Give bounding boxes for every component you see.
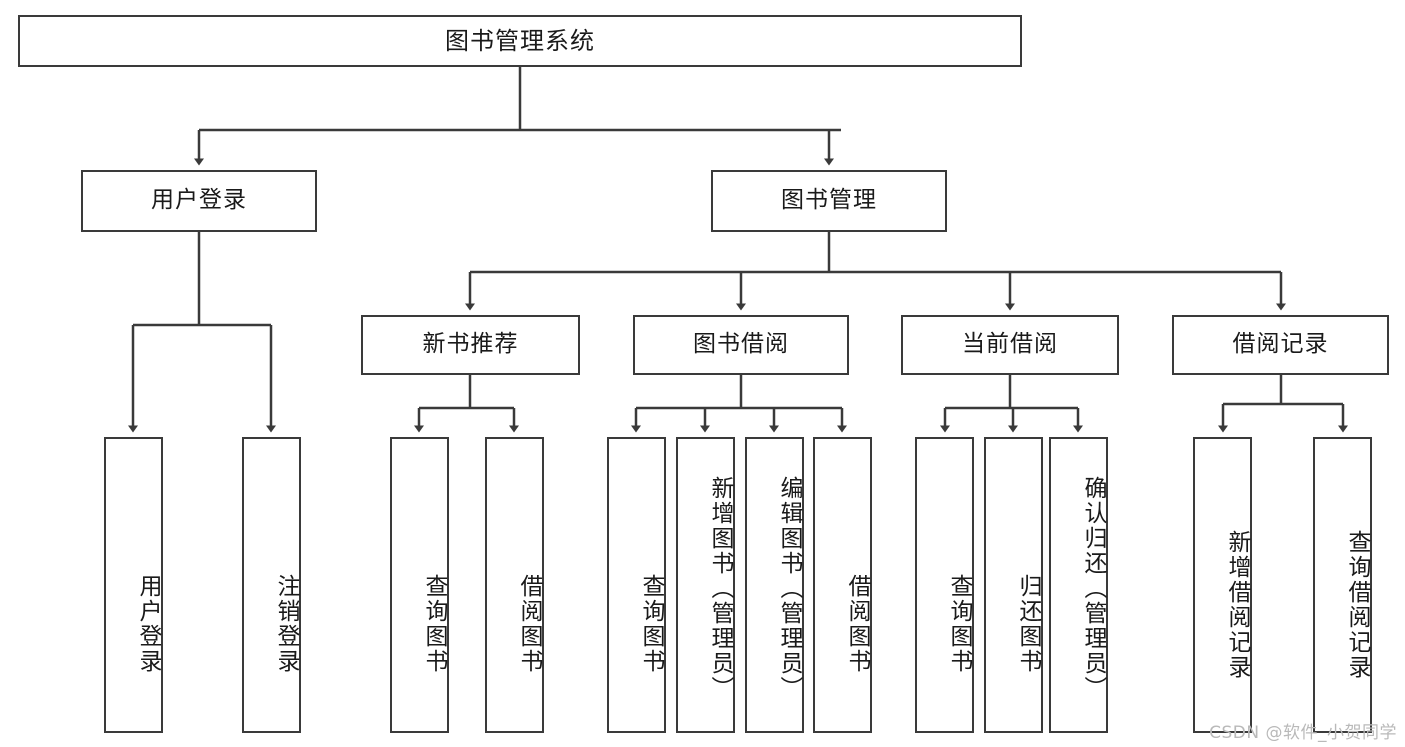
leaf-user-login-signout[interactable]: 注销登录 (242, 437, 301, 733)
node-label: 新增图书（管理员） (707, 475, 733, 701)
leaf-user-login-signin[interactable]: 用户登录 (104, 437, 163, 733)
leaf-book-borrow-add-book-admin[interactable]: 新增图书（管理员） (676, 437, 735, 733)
leaf-book-borrow-query-books[interactable]: 查询图书 (607, 437, 666, 733)
leaf-new-book-borrow-books[interactable]: 借阅图书 (485, 437, 544, 733)
node-label: 用户登录 (151, 187, 247, 214)
node-label: 归还图书 (1015, 574, 1041, 674)
node-label: 图书管理系统 (445, 26, 595, 55)
node-book-management[interactable]: 图书管理 (711, 170, 947, 232)
node-label: 查询图书 (946, 574, 972, 674)
leaf-borrow-record-query-record[interactable]: 查询借阅记录 (1313, 437, 1372, 733)
leaf-current-borrow-confirm-return-admin[interactable]: 确认归还（管理员） (1049, 437, 1108, 733)
node-user-login[interactable]: 用户登录 (81, 170, 317, 232)
leaf-book-borrow-borrow-books[interactable]: 借阅图书 (813, 437, 872, 733)
node-label: 查询借阅记录 (1344, 530, 1370, 680)
node-label: 借阅图书 (516, 574, 542, 674)
node-label: 借阅图书 (844, 574, 870, 674)
leaf-current-borrow-return-books[interactable]: 归还图书 (984, 437, 1043, 733)
node-label: 新书推荐 (422, 331, 519, 358)
node-new-book-recommend[interactable]: 新书推荐 (361, 315, 580, 375)
node-label: 查询图书 (638, 574, 664, 674)
node-label: 新增借阅记录 (1224, 530, 1250, 680)
node-label: 确认归还（管理员） (1080, 475, 1106, 701)
node-label: 用户登录 (135, 574, 161, 674)
node-root-library-system[interactable]: 图书管理系统 (18, 15, 1022, 67)
node-label: 借阅记录 (1232, 331, 1329, 358)
node-label: 编辑图书（管理员） (776, 475, 802, 701)
node-label: 图书借阅 (693, 331, 789, 358)
node-current-borrow[interactable]: 当前借阅 (901, 315, 1119, 375)
node-label: 当前借阅 (962, 331, 1058, 358)
leaf-book-borrow-edit-book-admin[interactable]: 编辑图书（管理员） (745, 437, 804, 733)
node-label: 图书管理 (781, 187, 877, 214)
leaf-borrow-record-add-record[interactable]: 新增借阅记录 (1193, 437, 1252, 733)
node-label: 注销登录 (273, 574, 299, 674)
node-borrow-record[interactable]: 借阅记录 (1172, 315, 1389, 375)
watermark-text: CSDN @软件_小贺同学 (1209, 723, 1397, 743)
node-label: 查询图书 (421, 574, 447, 674)
leaf-current-borrow-query-books[interactable]: 查询图书 (915, 437, 974, 733)
node-book-borrow[interactable]: 图书借阅 (633, 315, 849, 375)
leaf-new-book-query-books[interactable]: 查询图书 (390, 437, 449, 733)
